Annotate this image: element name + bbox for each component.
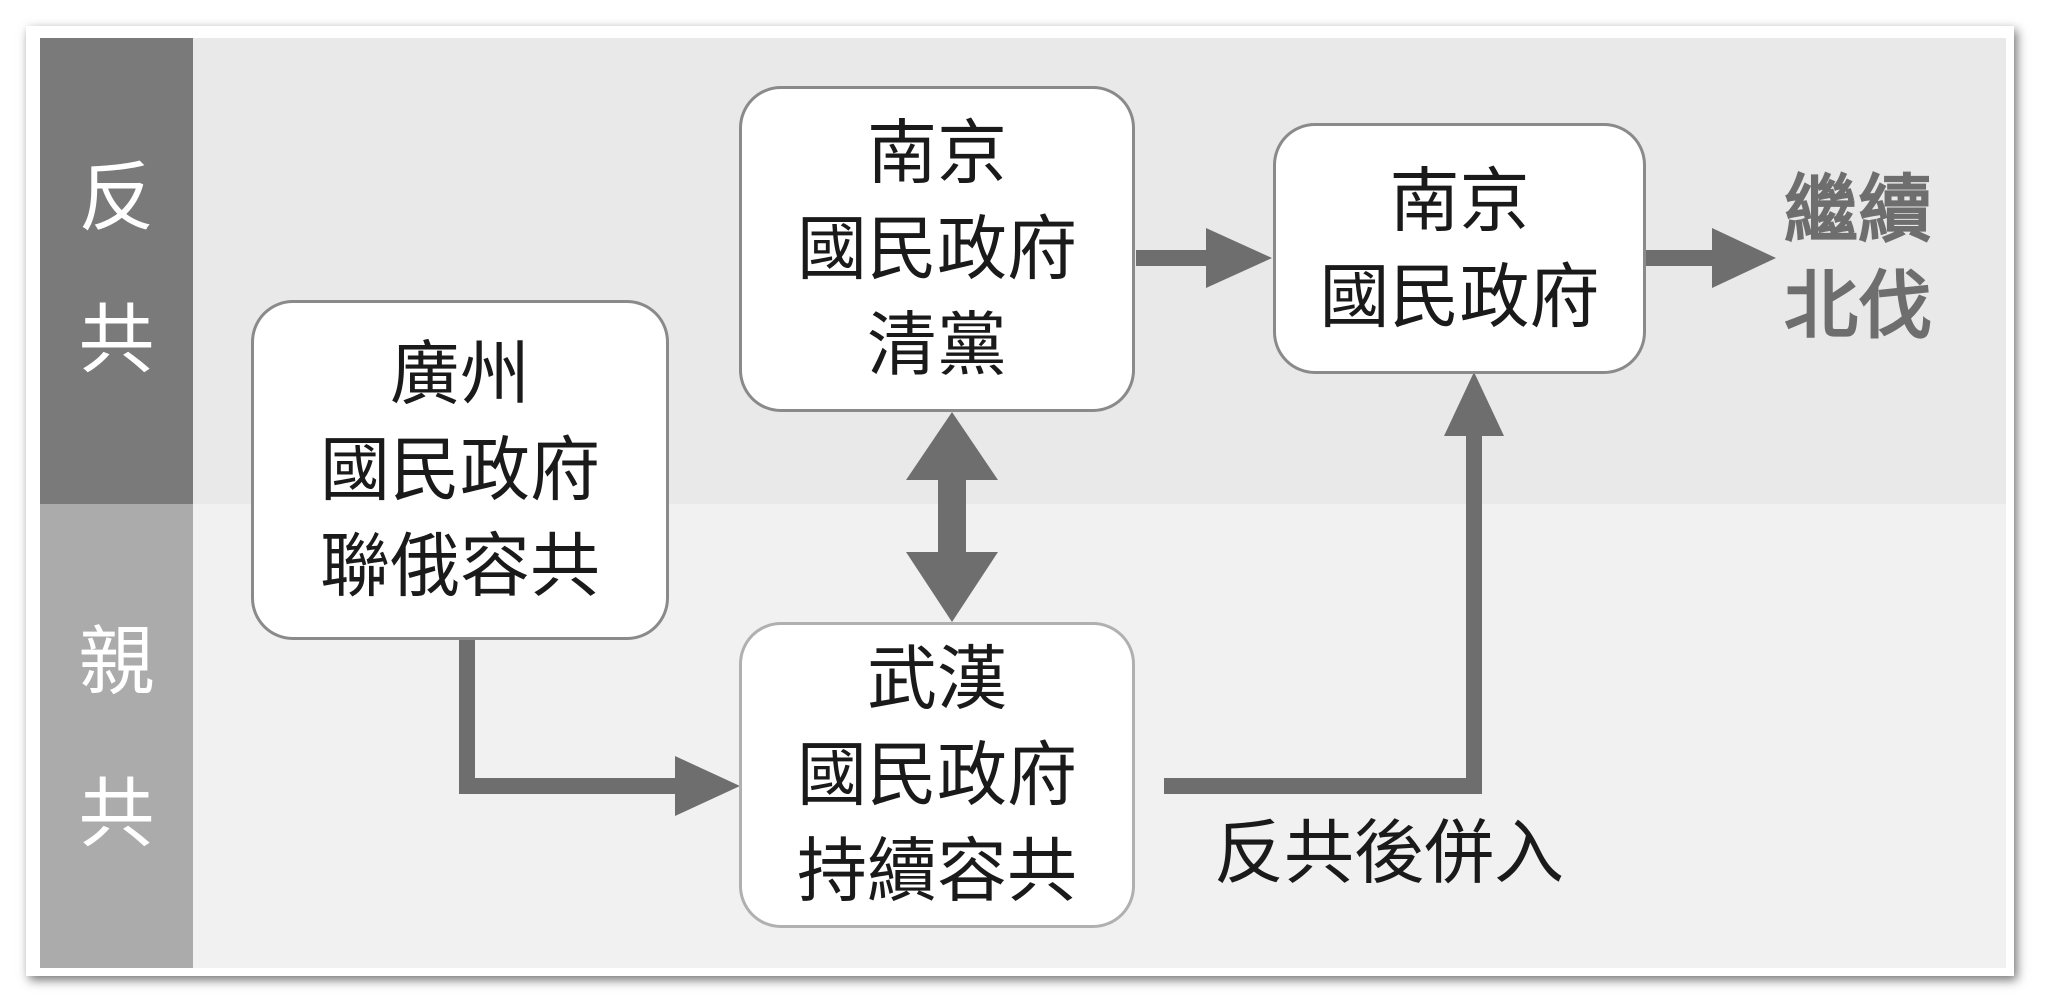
box-line: 廣州 [390, 333, 530, 415]
side-char: 共 [78, 769, 155, 858]
nanjing-purge-box: 南京 國民政府 清黨 [739, 86, 1135, 412]
box-line: 南京 [1389, 159, 1530, 242]
box-line: 聯俄容共 [320, 525, 600, 607]
box-line: 國民政府 [320, 429, 600, 511]
box-line: 持續容共 [797, 830, 1077, 912]
box-line: 國民政府 [797, 208, 1077, 290]
guangzhou-government-box: 廣州 國民政府 聯俄容共 [251, 300, 669, 640]
continue-northern-expedition-label: 繼續 北伐 [1784, 162, 1932, 354]
box-line: 國民政府 [1319, 255, 1600, 338]
merge-after-anti-communist-label: 反共後併入 [1214, 812, 1564, 894]
side-char: 反 [78, 153, 155, 242]
box-line: 南京 [867, 112, 1007, 194]
wuhan-government-box: 武漢 國民政府 持續容共 [739, 622, 1135, 928]
side-char: 親 [78, 617, 155, 706]
side-char: 共 [78, 295, 155, 384]
anti-communist-side-label: 反 共 [40, 38, 193, 504]
box-line: 武漢 [867, 638, 1007, 720]
box-line: 國民政府 [797, 734, 1077, 816]
nanjing-government-box: 南京 國民政府 [1273, 123, 1646, 374]
pro-communist-side-label: 親 共 [40, 504, 193, 968]
box-line: 清黨 [867, 304, 1007, 386]
outcome-line: 繼續 [1784, 167, 1932, 253]
outcome-line: 北伐 [1784, 263, 1932, 349]
